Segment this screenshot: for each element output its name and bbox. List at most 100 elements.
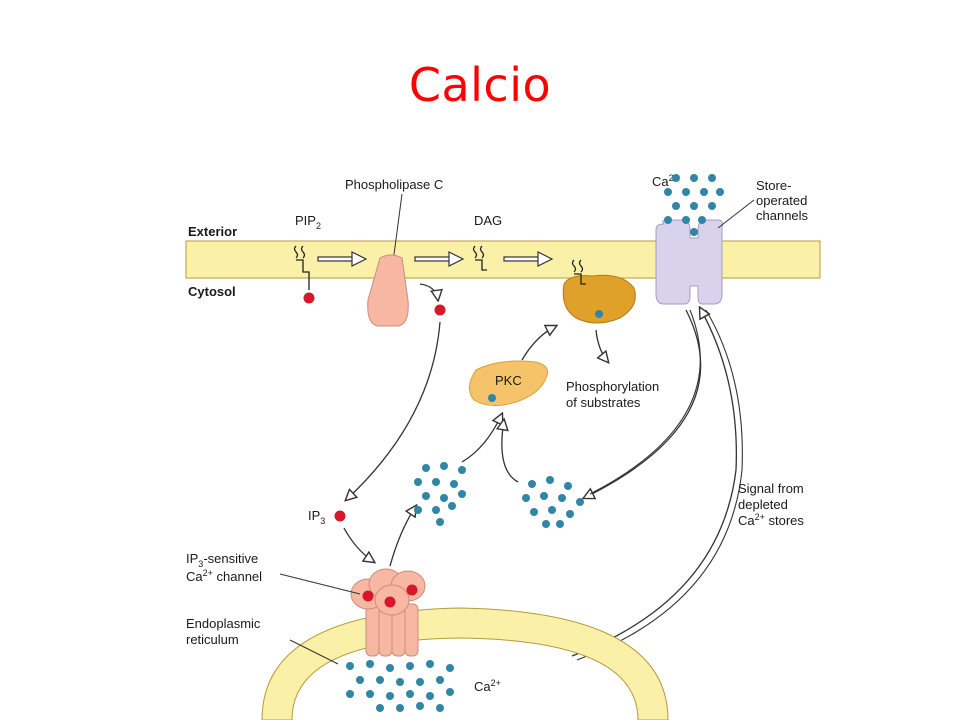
ca-ion-icon [432,478,440,486]
er-membrane [261,607,669,720]
ca-ion-icon [672,202,680,210]
arrow-ca-to-pkc-left [461,414,502,463]
ca-ion-icon [708,174,716,182]
ca-ion-icon [432,506,440,514]
arrow-channel-release [389,506,416,567]
cytosol-label: Cytosol [188,284,236,299]
ca-ion-icon [426,660,434,668]
ca-ion-icon [406,690,414,698]
ca-ion-icon [422,464,430,472]
ca-ion-icon [690,228,698,236]
ca-ion-icon [436,518,444,526]
arrow-complex-to-phosphorylation [595,329,608,362]
ca-ion-icon [698,216,706,224]
ca-ion-icon [450,480,458,488]
er-label-1: Endoplasmic [186,616,261,631]
ca-ion-icon [528,480,536,488]
pip2-label: PIP2 [295,213,321,231]
ca-ion-icon [436,676,444,684]
ca-ion-icon [396,678,404,686]
pip2-lipid [293,245,310,290]
ca-ion-icon [530,508,538,516]
ca-ion-icon [542,520,550,528]
ca-ion-icon [416,678,424,686]
ca-ion-icon [426,692,434,700]
ca-ion-icon [540,492,548,500]
ca-ion-icon [690,174,698,182]
ca-ion-icon [386,664,394,672]
exterior-label: Exterior [188,224,237,239]
ca-ion-icon [346,690,354,698]
ca-ion-icon [458,490,466,498]
store-operated-label-1: Store- [756,178,791,193]
arrow-plc-to-dag [414,251,465,267]
cytosolic-ca-ions-left [414,462,466,526]
ca-ion-icon [672,174,680,182]
cytosolic-ca-ions-right [522,476,584,528]
pip2-headgroup-icon [303,292,315,304]
arrow-ca-to-pkc-right [502,420,519,483]
ca-ion-icon [376,676,384,684]
signal-label-3: Ca2+ stores [738,512,804,528]
extracellular-ca-ions [664,174,724,236]
ca-ion-icon [564,482,572,490]
ca-ion-icon [458,466,466,474]
ca-ion-icon [548,506,556,514]
ip3-dot [334,510,346,522]
ca-ion-icon [406,662,414,670]
ca-ion-icon [414,478,422,486]
er-ca-ions [346,660,454,712]
phosphorylation-label-1: Phosphorylation [566,379,659,394]
ca-ion-icon [446,688,454,696]
phosphorylation-label-2: of substrates [566,395,641,410]
ca-ion-icon [440,462,448,470]
arrow-ip3-to-channel [343,527,374,562]
store-operated-channel [655,219,723,305]
pkc-enzyme [469,360,549,406]
arrow-pip2-to-plc [317,251,368,267]
ca-ion-icon [664,216,672,224]
ip3-label: IP3 [308,508,325,526]
phospholipase-c-enzyme [367,254,409,327]
ca-ion-icon [682,188,690,196]
ip3-sensitive-channel [350,568,426,657]
phospholipase-c-label: Phospholipase C [345,177,443,192]
ip3-channel-label-1: IP3-sensitive [186,551,258,569]
signal-label-1: Signal from [738,481,804,496]
ca-ion-icon [356,676,364,684]
ca-ion-icon [446,664,454,672]
ip3-released-dot [434,304,446,316]
ca-ion-icon [664,188,672,196]
ca-ion-icon [448,502,456,510]
arrow-dag-to-complex [503,251,554,267]
pkc-label: PKC [495,373,522,388]
store-operated-label-3: channels [756,208,809,223]
slide-title: Calcio [408,58,552,112]
ca-ion-icon [576,498,584,506]
ca-ion-icon [346,662,354,670]
er-ca-label: Ca2+ [474,678,501,694]
ca-ion-icon [708,202,716,210]
ca-ion-icon [522,494,530,502]
plasma-membrane [185,240,821,279]
ca-ion-icon [366,690,374,698]
dag-pkc-complex [562,274,636,324]
arrow-ip3-diffusion [346,321,441,500]
ca-ion-icon [422,492,430,500]
ca-ion-icon [416,702,424,710]
ca-ion-icon [440,494,448,502]
store-operated-label-2: operated [756,193,807,208]
ca-ion-icon [546,476,554,484]
ca-ion-icon [556,520,564,528]
ca-ion-icon [566,510,574,518]
ca-ion-icon [558,494,566,502]
er-label-2: reticulum [186,632,239,647]
ca-ion-icon [366,660,374,668]
arrow-depletion-signal [571,308,737,657]
ca-ion-icon [396,704,404,712]
arrow-pkc-to-complex [521,326,556,361]
ip3-channel-label-2: Ca2+ channel [186,568,262,584]
ca-ion-icon [700,188,708,196]
ca-ion-icon [414,506,422,514]
